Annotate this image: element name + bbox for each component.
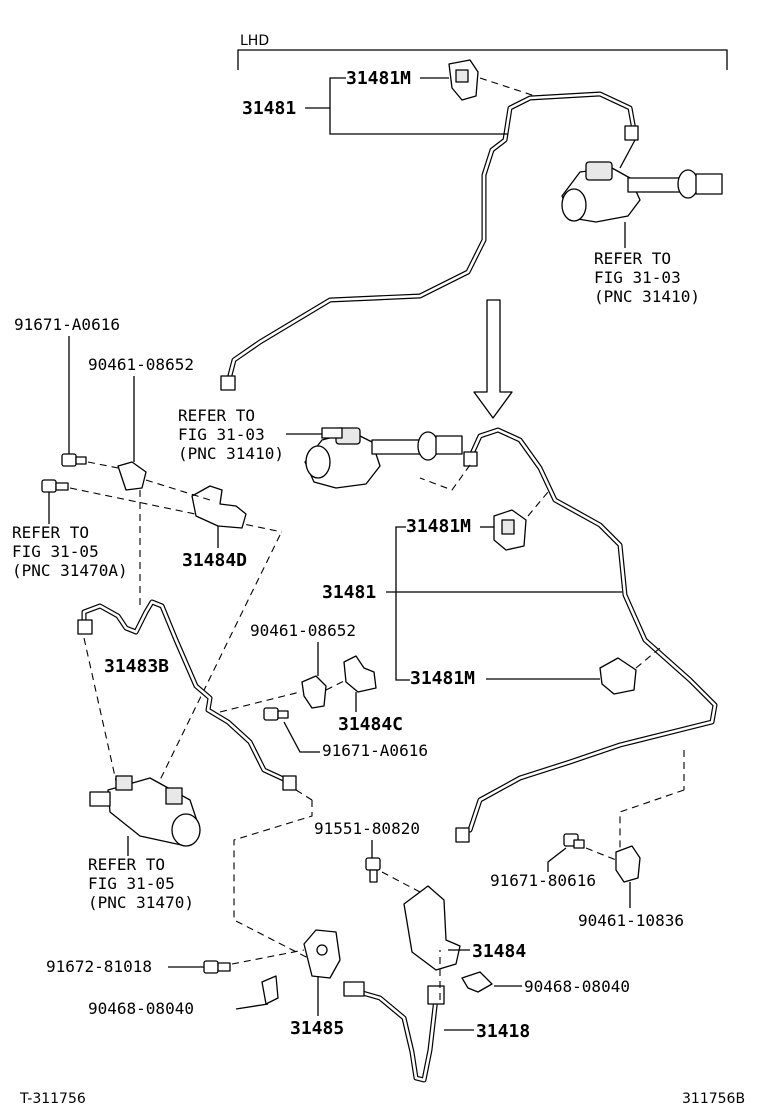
label-31481m-mid: 31481M [406,516,471,537]
bracket-31484d: 90461-08652 31484D [88,355,281,781]
bottom-dashed-links [233,750,685,961]
bolt-91671-80616: 91671-80616 [490,833,596,890]
label-90468-08040-right: 90468-08040 [524,977,630,996]
label-31481-mid: 31481 [322,582,376,603]
hose-31418: 31418 [343,950,530,1083]
refer-line: FIG 31-05 [88,874,175,893]
top-refer-note: REFER TO FIG 31-03 (PNC 31410) [594,249,700,306]
mid-callout-31481: 31481M 31481 31481M [322,516,622,689]
clip-90468-08040-left: 90468-08040 [88,975,279,1018]
bolt-91672-81018: 91672-81018 [46,949,305,976]
label-90461-08652-mid: 90461-08652 [250,621,356,640]
mid-clutch-tube [419,427,718,843]
top-clamp-31481m [448,59,536,101]
refer-line: REFER TO [88,855,165,874]
label-31484: 31484 [472,941,526,962]
bracket-31484: 31484 [403,885,526,971]
left-bolts: 91671-A0616 [14,315,283,533]
top-clutch-tube [220,91,639,391]
tube-31483b: 31483B [77,599,297,791]
footer-right-code: 311756B [682,1091,745,1107]
clip-90468-08040-right: 90468-08040 [461,971,630,996]
tube-flare-nut [220,375,236,391]
bottom-refer-note: REFER TO FIG 31-05 (PNC 31470) [88,855,194,912]
label-31485: 31485 [290,1018,344,1039]
label-31484d: 31484D [182,550,247,571]
label-91672-81018: 91672-81018 [46,957,152,976]
label-90468-08040-left: 90468-08040 [88,999,194,1018]
label-91671-a0616-mid: 91671-A0616 [322,741,428,760]
refer-line: REFER TO [12,523,89,542]
mid-clamps [493,491,661,695]
bolt-91551-80820: 91551-80820 [314,819,421,893]
refer-line: FIG 31-03 [594,268,681,287]
tube-flare-nut [624,125,639,141]
label-31483b: 31483B [104,656,169,677]
refer-line: FIG 31-03 [178,425,265,444]
label-31481m-low: 31481M [410,668,475,689]
refer-line: (PNC 31470A) [12,561,128,580]
label-90461-08652-left: 90461-08652 [88,355,194,374]
refer-line: (PNC 31410) [178,444,284,463]
label-90461-10836: 90461-10836 [578,911,684,930]
lhd-label: LHD [240,33,269,49]
label-91671-a0616-left: 91671-A0616 [14,315,120,334]
label-31484c: 31484C [338,714,403,735]
mid-refer-note: REFER TO FIG 31-03 (PNC 31410) [178,406,284,463]
label-91551-80820: 91551-80820 [314,819,420,838]
down-arrow [473,299,513,419]
footer-left-code: T-311756 [19,1091,86,1107]
bracket-31484c: 90461-08652 31484C 91671-A0616 [219,621,428,760]
label-31418: 31418 [476,1021,530,1042]
refer-line: (PNC 31410) [594,287,700,306]
clamp-90461-10836: 90461-10836 [578,845,684,930]
mid-master-cylinder [286,427,463,489]
refer-line: FIG 31-05 [12,542,99,561]
label-31481-top: 31481 [242,98,296,119]
lhd-bracket: LHD [237,33,728,70]
refer-line: REFER TO [178,406,255,425]
bracket-31485: 31485 [290,929,344,1039]
refer-line: (PNC 31470) [88,893,194,912]
top-callout-31481m: 31481M 31481 [242,68,508,135]
top-master-cylinder [561,139,723,248]
refer-line: REFER TO [594,249,671,268]
left-refer-note: REFER TO FIG 31-05 (PNC 31470A) [12,523,128,580]
label-91671-80616: 91671-80616 [490,871,596,890]
release-cylinder [89,775,313,856]
label-31481m-top: 31481M [346,68,411,89]
